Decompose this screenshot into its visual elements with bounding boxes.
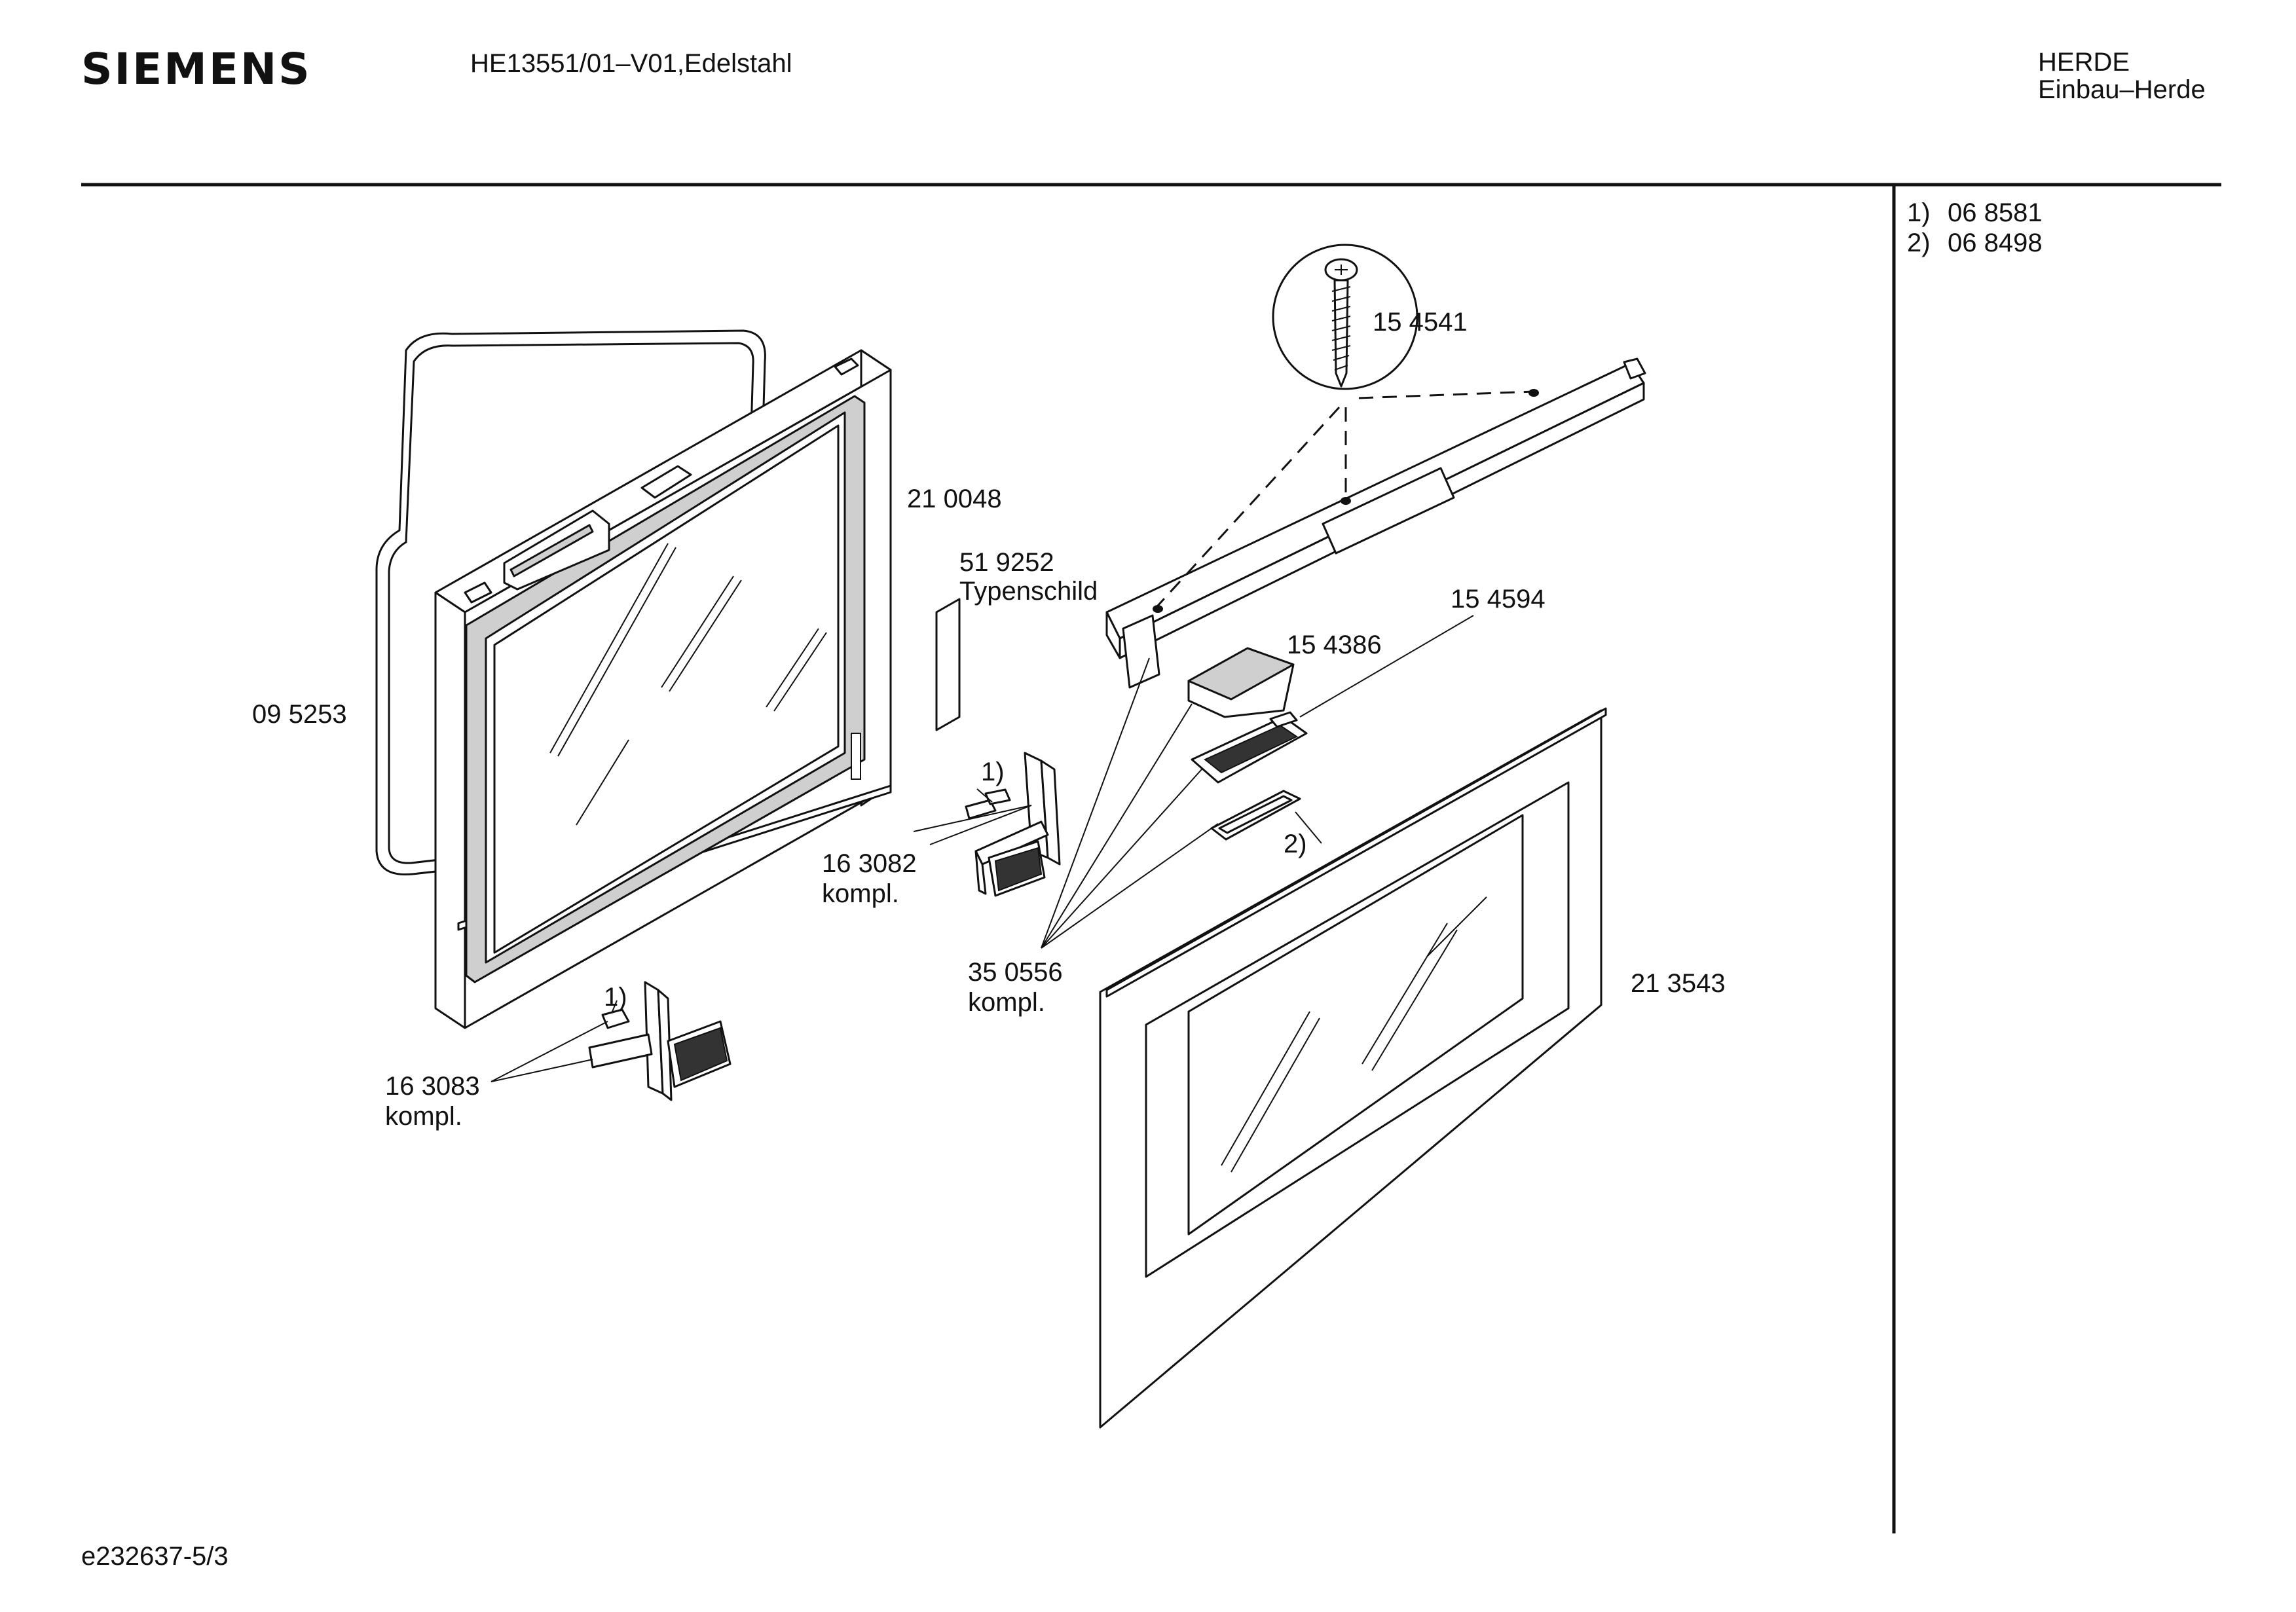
label-typenschild: Typenschild bbox=[959, 577, 1098, 606]
gasket-clip-2 bbox=[1210, 790, 1301, 841]
category-label: HERDE bbox=[2038, 48, 2130, 77]
label-350556-kompl: kompl. bbox=[968, 988, 1045, 1017]
vent-grill-154594 bbox=[1191, 711, 1308, 784]
label-163083: 16 3083 bbox=[385, 1072, 480, 1101]
clip-part-154386 bbox=[1187, 647, 1295, 718]
siemens-logo: SIEMENS bbox=[81, 44, 312, 94]
label-095253: 09 5253 bbox=[252, 700, 347, 729]
hinge-lower bbox=[588, 981, 731, 1101]
screw-detail-circle bbox=[1272, 244, 1418, 390]
footnote-marker: 1) bbox=[1907, 198, 1931, 227]
footnote-marker: 2) bbox=[1907, 229, 1931, 257]
label-519252: 51 9252 bbox=[959, 548, 1054, 577]
label-154386: 15 4386 bbox=[1287, 631, 1382, 659]
footnote-part-number: 06 8581 bbox=[1948, 198, 2043, 227]
leader-lines bbox=[491, 615, 1474, 1082]
drawing-id: e232637-5/3 bbox=[81, 1542, 229, 1571]
callout-1-lower: 1) bbox=[604, 983, 627, 1012]
label-163082-kompl: kompl. bbox=[822, 879, 899, 908]
type-plate bbox=[935, 598, 961, 731]
callout-2: 2) bbox=[1284, 830, 1307, 858]
footnote-part-number: 06 8498 bbox=[1948, 229, 2043, 257]
footnote-list: 1) 06 8581 2) 06 8498 bbox=[1907, 198, 2043, 257]
label-154594: 15 4594 bbox=[1451, 585, 1546, 614]
hinge-upper bbox=[965, 752, 1061, 897]
label-154541: 15 4541 bbox=[1373, 308, 1468, 337]
outer-door-glass bbox=[1099, 707, 1607, 1429]
label-210048: 21 0048 bbox=[907, 485, 1002, 513]
callout-1-upper: 1) bbox=[981, 758, 1005, 786]
door-handle-rail bbox=[1105, 357, 1646, 689]
screw-icon bbox=[1324, 258, 1358, 388]
model-title: HE13551/01–V01,Edelstahl bbox=[470, 49, 792, 78]
subcategory-label: Einbau–Herde bbox=[2038, 75, 2206, 104]
label-163082: 16 3082 bbox=[822, 849, 917, 878]
label-163083-kompl: kompl. bbox=[385, 1102, 462, 1131]
inner-door-frame bbox=[434, 349, 892, 1029]
label-213543: 21 3543 bbox=[1631, 969, 1726, 998]
label-350556: 35 0556 bbox=[968, 958, 1063, 987]
screw-leader-lines bbox=[1157, 390, 1534, 607]
